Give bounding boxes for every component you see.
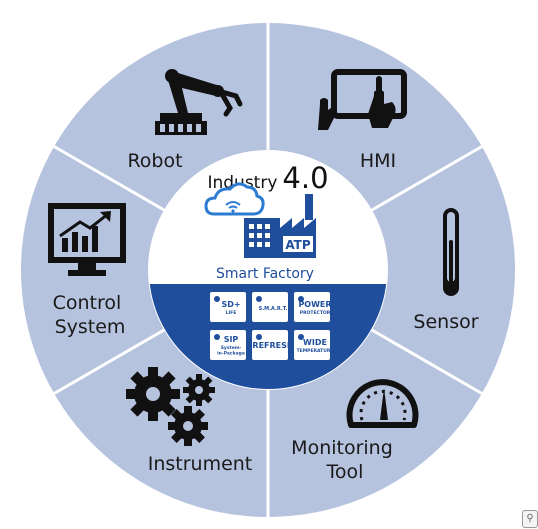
power-icon — [298, 296, 304, 302]
refresh-icon — [256, 334, 262, 340]
monitor-chart-icon — [48, 203, 126, 276]
factory-icon: ATP — [244, 194, 316, 258]
feature-tile-text: S.M.A.R.T. — [259, 306, 288, 312]
smart-factory-label: Smart Factory — [216, 266, 314, 282]
feature-tile-text: TEMPERATURE — [297, 348, 334, 354]
feature-tile-text: SD+ — [221, 300, 240, 309]
feature-tile-text: POWER — [298, 300, 331, 309]
segment-robot: Robot — [127, 69, 243, 172]
segment-label-sensor: Sensor — [413, 311, 478, 333]
center-title: Industry4.0 — [207, 161, 328, 195]
factory-badge: ATP — [285, 238, 311, 252]
segment-dividers — [52, 22, 484, 518]
segment-label-control-system: Control System — [53, 292, 128, 338]
segment-hmi: HMI — [318, 69, 407, 172]
feature-tile-text: SIP — [224, 335, 239, 344]
feature-tile-smart: S.M.A.R.T. — [252, 292, 288, 322]
feature-tile-text: System- — [221, 345, 242, 351]
feature-tile-refresh: REFRESH — [252, 330, 294, 360]
cloud-wifi-icon — [204, 182, 265, 216]
gauge-icon — [346, 379, 419, 428]
segment-sensor: Sensor — [413, 208, 479, 333]
feature-tile-text: REFRESH — [252, 341, 293, 350]
feature-tile-sd-life: SD+LIFE — [210, 292, 246, 322]
sd-card-icon — [214, 296, 220, 302]
robot-arm-icon — [155, 69, 243, 135]
segment-label-hmi: HMI — [360, 150, 396, 172]
location-pin-icon: ⚲ — [522, 510, 538, 528]
feature-tile-text: LIFE — [226, 310, 237, 316]
thermometer-icon — [443, 208, 459, 296]
segment-divider — [52, 144, 165, 212]
segment-monitoring-tool: Monitoring Tool — [291, 379, 419, 483]
segment-control-system: Control System — [48, 203, 128, 338]
feature-tile-text: PROTECTOR — [300, 310, 331, 316]
center-content: Industry4.0 ATP Smart Factory SD+LIFE S.M… — [204, 161, 333, 360]
segment-divider — [371, 144, 484, 212]
chip-icon — [214, 334, 220, 340]
feature-tile-text: in-Package — [217, 351, 245, 357]
feature-tile-text: WIDE — [303, 338, 327, 347]
segment-divider — [52, 328, 165, 396]
snowflake-sun-icon — [298, 334, 304, 340]
touchscreen-hands-icon — [318, 69, 407, 130]
segment-label-monitoring-tool: Monitoring Tool — [291, 437, 399, 483]
magnifier-icon — [256, 296, 262, 302]
segment-divider — [371, 328, 484, 396]
segment-label-instrument: Instrument — [148, 453, 253, 475]
segment-label-robot: Robot — [127, 150, 182, 172]
